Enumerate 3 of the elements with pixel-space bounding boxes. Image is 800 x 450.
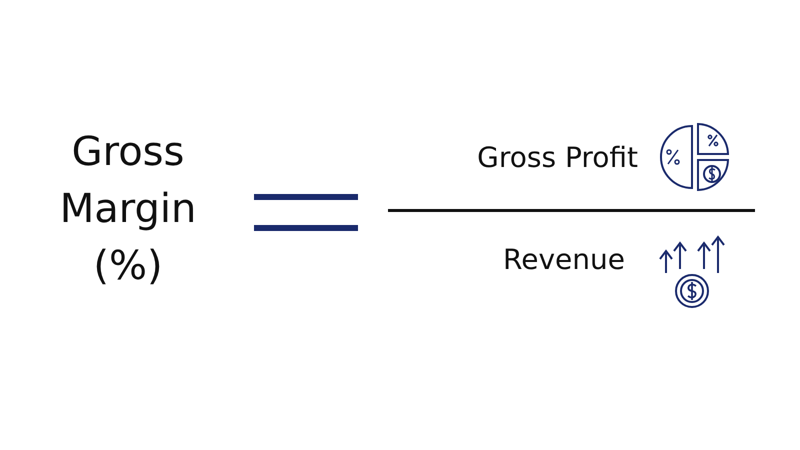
- formula-term: Gross Profit: [477, 141, 638, 174]
- formula-term: Gross Margin (%): [58, 128, 198, 291]
- formula-term: Revenue: [503, 243, 625, 276]
